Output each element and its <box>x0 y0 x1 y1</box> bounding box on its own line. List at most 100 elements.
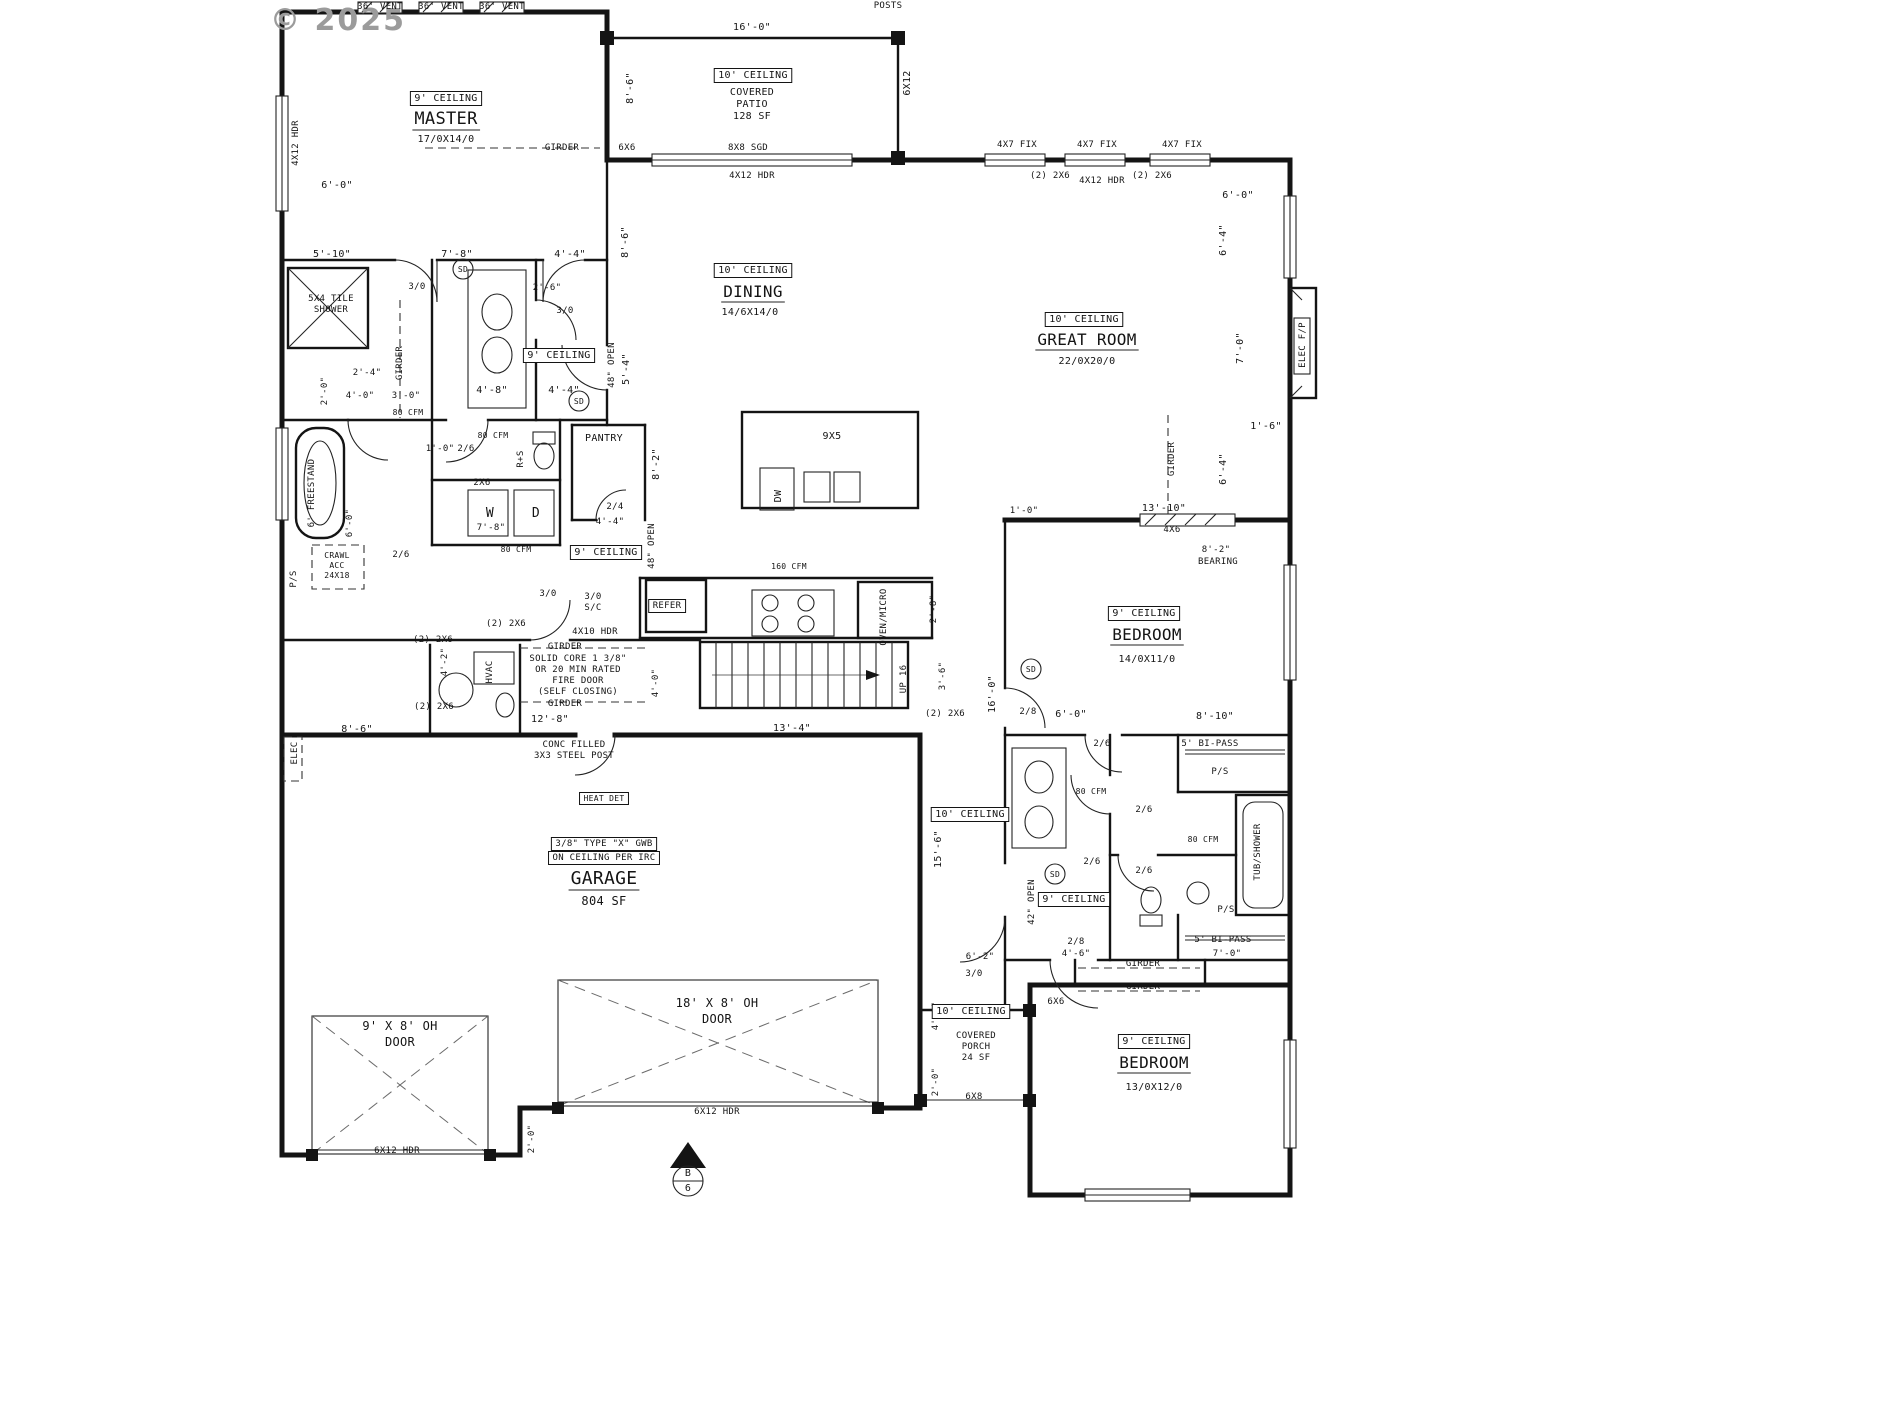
plumbing-stack-left: P/S <box>289 570 299 587</box>
patio-post <box>891 151 905 165</box>
bedroom1-room-size: 14/0X11/0 <box>1119 654 1176 665</box>
dim-2-0-left: 2'-0" <box>320 377 330 406</box>
dim-13-10: 13'-10" <box>1142 503 1186 514</box>
smoke-detector-icon <box>1020 658 1042 680</box>
dim-5-4: 5'-4" <box>621 353 632 385</box>
porch-ceiling-label-box <box>931 1004 1011 1019</box>
door-2-6-bath2: 2/6 <box>1093 739 1110 749</box>
bipass-label-2: 5' BI-PASS <box>1194 935 1251 945</box>
bath-ceiling-label-box <box>522 348 596 363</box>
dim-4-4-b: 4'-4" <box>548 385 580 396</box>
dim-6-4-c: 6'-4" <box>1218 453 1229 485</box>
refrigerator-label: REFER <box>653 601 682 611</box>
porch-post <box>914 1094 927 1107</box>
firedoor-note-4: (SELF CLOSING) <box>538 687 618 697</box>
firedoor-note-2: OR 20 MIN RATED <box>535 665 621 675</box>
dim-1-0-b: 1'-0" <box>1010 506 1039 516</box>
pantry-room-name: PANTRY <box>585 433 623 444</box>
dim-6-2: 6'-2" <box>966 952 995 962</box>
island-size: 9X5 <box>823 431 842 442</box>
door-3-0-sc-1: 3/0 <box>584 592 601 602</box>
open-48-label-2: 48" OPEN <box>647 523 657 569</box>
dim-1-6: 1'-6" <box>1250 421 1282 432</box>
dining-room-name: DINING <box>723 282 783 301</box>
master-toilet <box>532 431 556 470</box>
door-3-0-bath2: 3/0 <box>556 306 573 316</box>
dim-16-0-hall: 16'-0" <box>987 675 998 713</box>
door-2-4-pantry: 2/4 <box>606 502 623 512</box>
dim-right-a: 6'-0" <box>1222 190 1254 201</box>
dryer-label: D <box>532 506 540 521</box>
door-2-6-tub: 2/6 <box>392 550 409 560</box>
washer-label: W <box>486 506 494 521</box>
stair-direction-arrow <box>866 670 880 680</box>
kitchen-sink-bowl <box>803 471 831 503</box>
dim-3-6-stairs: 3'-6" <box>938 662 948 691</box>
dim-8-2-bearing: 8'-2" <box>1202 545 1231 555</box>
stairs <box>698 640 910 710</box>
stove <box>751 589 835 637</box>
crawl-access-hatch <box>311 544 365 590</box>
rod-shelf-label: R+S <box>516 450 526 467</box>
washer-dryer <box>467 489 555 537</box>
dim-bath-c: 4'-4" <box>554 249 586 260</box>
bath-ceiling-label: 9' CEILING <box>527 350 590 361</box>
section-marker-number: 6 <box>685 1183 691 1194</box>
porch-post <box>1023 1094 1036 1107</box>
bipass-label-1: 5' BI-PASS <box>1181 739 1238 749</box>
bedroom1-ceiling-label-box <box>1107 606 1181 621</box>
refrigerator <box>644 578 708 634</box>
water-heater <box>438 672 474 708</box>
fan-80cfm-1: 80 CFM <box>393 408 424 417</box>
garage-area: 804 SF <box>581 894 626 908</box>
stairs-up-label: UP 16 <box>899 665 909 694</box>
girder-label-top: GIRDER <box>545 143 580 153</box>
stud-2x6-c: 2X6 <box>473 478 490 488</box>
patio-room-name-2: PATIO <box>736 99 768 110</box>
bedroom2-ceiling-label: 9' CEILING <box>1122 1036 1185 1047</box>
dim-patio-depth: 8'-6" <box>625 72 636 104</box>
elec-fireplace-label: ELEC F/P <box>1298 322 1308 368</box>
oven-micro-cabinet <box>856 580 934 640</box>
section-marker-letter: B <box>685 1168 691 1179</box>
hall-ceiling-label-box <box>569 545 643 560</box>
dim-8-10: 8'-10" <box>1196 711 1234 722</box>
great-room-size: 22/0X20/0 <box>1059 356 1116 367</box>
dim-8-6-garage: 8'-6" <box>341 724 373 735</box>
elec-panel <box>283 736 303 782</box>
shower-label-1: 5X4 TILE <box>308 294 354 304</box>
fireplace <box>1288 286 1318 400</box>
post-6x6-top: 6X6 <box>618 143 635 153</box>
dim-4-0: 4'-0" <box>346 391 375 401</box>
windows <box>275 1 1297 1202</box>
freestand-tub-label: 6' FREESTAND <box>307 459 317 528</box>
hdr-4x12-right: 4X12 HDR <box>1079 176 1125 186</box>
dim-15-6: 15'-6" <box>933 830 944 868</box>
utility-sink <box>495 692 515 718</box>
crawl-access-2: ACC <box>329 561 344 570</box>
bedroom2-ceiling-label-box <box>1117 1034 1191 1049</box>
dim-4-0-stairs: 4'-0" <box>651 669 661 698</box>
posts-label: POSTS <box>874 1 903 11</box>
firedoor-note-1: SOLID CORE 1 3/8" <box>529 654 626 664</box>
garage-doors <box>306 979 884 1161</box>
dim-4-6: 4'-6" <box>1062 949 1091 959</box>
stud-2x6-g: (2) 2X6 <box>414 702 454 712</box>
smoke-detector-3: SD <box>1026 665 1036 674</box>
kitchen-island <box>740 410 920 511</box>
dim-6-0-tub: 6'-0" <box>345 509 355 538</box>
porch-ceiling-label: 10' CEILING <box>936 1006 1006 1017</box>
elec-panel-label: ELEC <box>290 742 300 765</box>
patio-post <box>891 31 905 45</box>
girder-label-b: GIRDER <box>548 699 583 709</box>
door-2-6-wc3: 2/6 <box>1135 866 1152 876</box>
girder-vert-bath: GIRDER <box>395 346 405 381</box>
door-2-8-bedroom1: 2/8 <box>1019 707 1036 717</box>
dim-right-b: 6'-4" <box>1218 224 1229 256</box>
hdr-6x12-b: 6X12 HDR <box>374 1146 420 1156</box>
dining-ceiling-label-box <box>713 263 793 278</box>
exterior-walls <box>279 9 1293 1198</box>
dim-2-6-bath: 2'-6" <box>533 283 562 293</box>
patio-structure <box>600 31 1036 1107</box>
